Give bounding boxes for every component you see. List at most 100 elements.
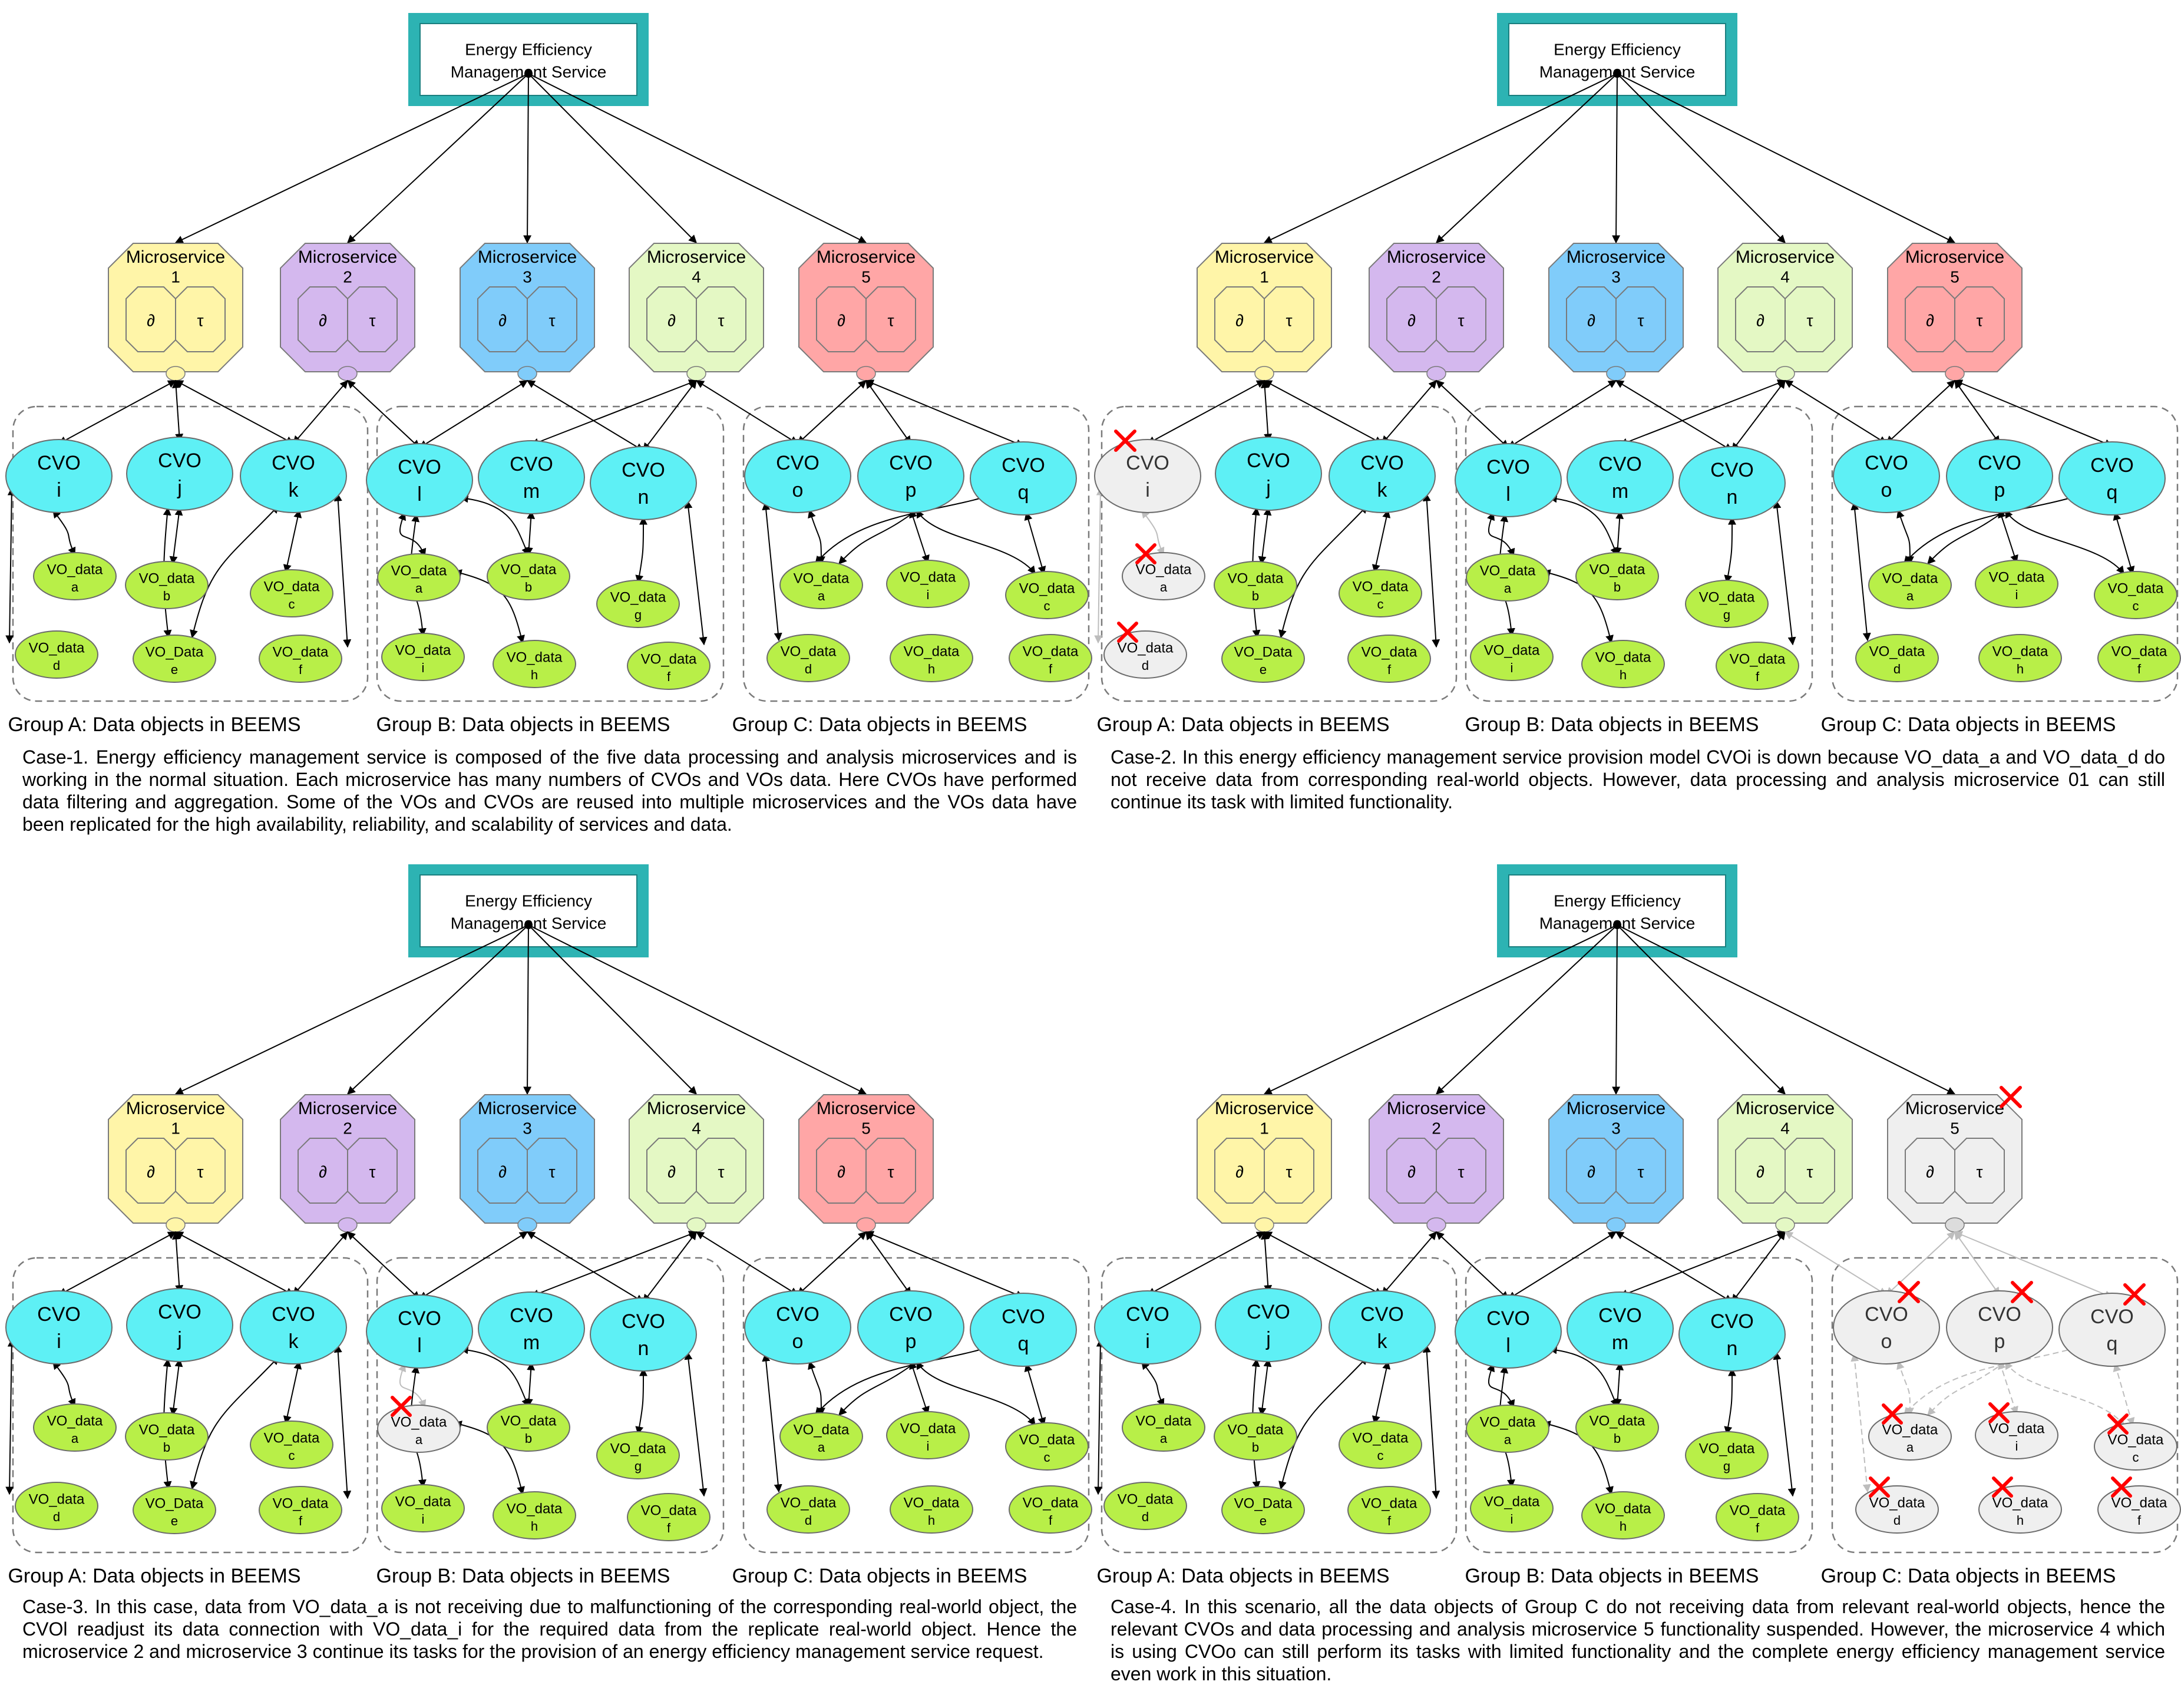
microservice-label: Microservice [126,1099,225,1118]
microservice-cvo-link [865,1231,1025,1299]
vo-ellipse [1470,1484,1554,1532]
vo-label: VO_data [1023,1495,1079,1511]
cvo-ellipse [1833,439,1940,513]
tau-symbol: τ [369,1162,375,1181]
cvo-label: CVO [776,452,819,474]
cvo-label: CVO [1126,452,1169,474]
cvo-o: CVOo [744,439,851,513]
cvo-ellipse [1215,437,1322,511]
cross-stroke [2000,1086,2022,1108]
cvo-id: o [1881,479,1892,501]
group-C-label: Group C: Data objects in BEEMS [1821,713,2116,736]
cvo-label: CVO [2090,1306,2134,1328]
vo-ellipse [487,1403,570,1452]
vo-ellipse [1221,1486,1305,1534]
vo-ellipse [381,633,465,681]
vo-id: b [1252,589,1259,603]
vo-label: VO_data [391,563,447,579]
microservice-cvo-link [643,379,697,452]
vo-ellipse [1978,634,2062,682]
data-link [1372,509,1391,573]
partial-symbol: ∂ [1587,1162,1595,1181]
analysis-block-right [696,286,746,352]
vo-label: VO_data [2108,1432,2164,1448]
data-link [1613,1362,1624,1408]
vo-ellipse [1470,633,1554,681]
cvo-ellipse [1455,443,1562,517]
data-link [762,501,782,642]
microservice-port [1606,366,1626,381]
cvo-label: CVO [889,452,933,474]
tau-symbol: τ [197,311,203,329]
partial-symbol: ∂ [1407,311,1416,329]
vo-ellipse [125,1412,209,1461]
cvo-label: CVO [398,456,441,478]
microservice-cvo-link [171,379,184,442]
analysis-block-right [1954,286,2005,352]
microservice-label: Microservice [1736,247,1835,267]
data-link [169,1358,183,1416]
vo-id: a [415,1432,423,1447]
cvo-id: n [638,486,649,508]
partial-symbol: ∂ [1756,1162,1764,1181]
vo-ellipse [1855,1485,1939,1534]
failure-cross-icon [1117,622,1138,643]
group-A-label: Group A: Data objects in BEEMS [8,1565,300,1587]
vo-label: VO_data [1228,570,1284,586]
analysis-block-right [1785,286,1835,352]
cvo-label: CVO [158,1301,201,1323]
data-link [808,509,825,565]
vo-label: VO_data [781,1495,837,1511]
vo-ellipse [890,634,973,682]
vo-ellipse [1466,1405,1549,1453]
vo-id: i [1511,1512,1514,1527]
vo-ellipse [1005,571,1089,619]
microservice-number: 5 [861,267,871,286]
service-to-microservice-arrow [1617,73,1786,243]
cvo-id: q [1018,1333,1029,1355]
vo-label: VO_data [1362,644,1417,660]
vo-label: VO_data [1019,1432,1075,1448]
vo-ellipse [487,552,570,600]
vo-label: VO_data [1869,1495,1925,1511]
microservice-number: 1 [1260,267,1269,286]
vo-id: f [667,1521,671,1535]
cvo-ellipse [366,1294,473,1369]
cvo-id: m [523,1332,540,1354]
analysis-block-left [477,286,528,352]
data-link [333,493,352,648]
vo-label: VO_data [1484,1494,1540,1509]
vo-id: e [1260,662,1267,677]
microservice-number: 4 [1780,1119,1790,1137]
group-B-box [1465,405,1813,702]
service-to-microservice-arrow [1263,73,1618,243]
analysis-block-right [527,1138,577,1204]
vo-label: VO_data [1362,1495,1417,1511]
microservice-number: 5 [1950,1119,1959,1137]
vo-id: d [1893,1513,1901,1528]
group-C-box [1831,405,2179,702]
tau-symbol: τ [1806,1162,1813,1181]
vo-ellipse [1009,1485,1092,1534]
data-link [1094,487,1105,644]
cvo-ellipse [1567,440,1674,514]
service-to-microservice-arrow [1612,924,1621,1095]
cross-stroke [1135,543,1156,564]
service-title-line1: Energy Efficiency [465,40,592,58]
